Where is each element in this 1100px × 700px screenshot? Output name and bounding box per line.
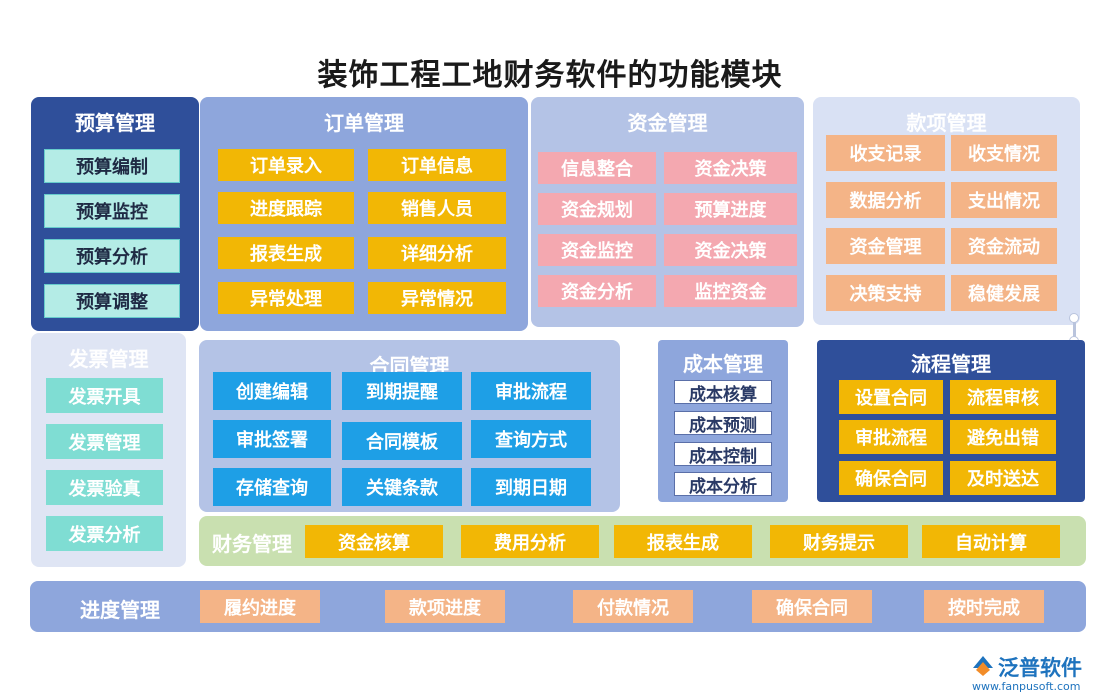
invoice-item: 发票管理: [46, 424, 163, 459]
finance-item: 费用分析: [461, 525, 599, 558]
finance-panel: 财务管理 资金核算 费用分析 报表生成 财务提示 自动计算: [199, 516, 1086, 566]
fund-item: 资金分析: [538, 275, 656, 307]
cost-item: 成本核算: [674, 380, 772, 405]
contract-panel: 合同管理 创建编辑 到期提醒 审批流程 审批签署 合同模板 查询方式 存储查询 …: [199, 340, 620, 512]
progress-panel: 进度管理 履约进度 款项进度 付款情况 确保合同 按时完成: [30, 581, 1086, 632]
fund-item: 预算进度: [664, 193, 797, 225]
process-title: 流程管理: [911, 352, 991, 376]
budget-item: 预算调整: [44, 284, 180, 318]
payment-title: 款项管理: [906, 111, 987, 135]
contract-item: 审批流程: [471, 372, 591, 410]
progress-item: 按时完成: [924, 590, 1044, 623]
finance-item: 自动计算: [922, 525, 1060, 558]
payment-item: 数据分析: [826, 182, 945, 218]
payment-panel: 款项管理 收支记录 收支情况 数据分析 支出情况 资金管理 资金流动 决策支持 …: [813, 97, 1080, 325]
payment-item: 收支记录: [826, 135, 945, 171]
cost-title: 成本管理: [683, 352, 763, 376]
progress-title: 进度管理: [80, 598, 160, 622]
contract-item: 到期提醒: [342, 372, 462, 410]
finance-title: 财务管理: [212, 532, 292, 556]
payment-item: 支出情况: [951, 182, 1057, 218]
logo: 泛普软件 www.fanpusoft.com: [968, 650, 1096, 696]
process-item: 设置合同: [839, 380, 943, 414]
order-item: 异常情况: [368, 282, 506, 314]
process-item: 及时送达: [950, 461, 1056, 495]
finance-item: 报表生成: [614, 525, 752, 558]
process-panel: 流程管理 设置合同 流程审核 审批流程 避免出错 确保合同 及时送达: [817, 340, 1085, 502]
finance-item: 资金核算: [305, 525, 443, 558]
progress-item: 履约进度: [200, 590, 320, 623]
contract-item: 合同模板: [342, 422, 462, 460]
order-title: 订单管理: [324, 111, 404, 135]
contract-item: 查询方式: [471, 420, 591, 458]
finance-item: 财务提示: [770, 525, 908, 558]
order-item: 报表生成: [218, 237, 354, 269]
invoice-item: 发票分析: [46, 516, 163, 551]
fund-item: 资金规划: [538, 193, 656, 225]
order-item: 进度跟踪: [218, 192, 354, 224]
fund-item: 资金监控: [538, 234, 656, 266]
progress-item: 付款情况: [573, 590, 693, 623]
order-item: 异常处理: [218, 282, 354, 314]
cost-panel: 成本管理 成本核算 成本预测 成本控制 成本分析: [658, 340, 788, 502]
order-item: 详细分析: [368, 237, 506, 269]
fund-title: 资金管理: [627, 111, 708, 135]
fund-item: 资金决策: [664, 234, 797, 266]
connector-dot: [1069, 313, 1079, 323]
contract-item: 存储查询: [213, 468, 331, 506]
process-item: 流程审核: [950, 380, 1056, 414]
fund-panel: 资金管理 信息整合 资金决策 资金规划 预算进度 资金监控 资金决策 资金分析 …: [531, 97, 804, 327]
logo-text: 泛普软件: [998, 656, 1082, 680]
fund-item: 监控资金: [664, 275, 797, 307]
fund-item: 资金决策: [664, 152, 797, 184]
process-item: 确保合同: [839, 461, 943, 495]
budget-item: 预算监控: [44, 194, 180, 228]
payment-item: 收支情况: [951, 135, 1057, 171]
payment-item: 稳健发展: [951, 275, 1057, 311]
budget-item: 预算编制: [44, 149, 180, 183]
process-item: 避免出错: [950, 420, 1056, 454]
cost-item: 成本控制: [674, 442, 772, 467]
logo-url: www.fanpusoft.com: [972, 680, 1081, 693]
connector-line: [1073, 318, 1076, 340]
progress-item: 确保合同: [752, 590, 872, 623]
process-item: 审批流程: [839, 420, 943, 454]
payment-item: 资金管理: [826, 228, 945, 264]
budget-item: 预算分析: [44, 239, 180, 273]
invoice-item: 发票验真: [46, 470, 163, 505]
contract-item: 到期日期: [471, 468, 591, 506]
order-item: 订单录入: [218, 149, 354, 181]
payment-item: 资金流动: [951, 228, 1057, 264]
payment-item: 决策支持: [826, 275, 945, 311]
budget-title: 预算管理: [75, 111, 155, 135]
invoice-panel: 发票管理 发票开具 发票管理 发票验真 发票分析: [31, 333, 186, 567]
fund-item: 信息整合: [538, 152, 656, 184]
contract-item: 创建编辑: [213, 372, 331, 410]
order-panel: 订单管理 订单录入 订单信息 进度跟踪 销售人员 报表生成 详细分析 异常处理 …: [200, 97, 528, 331]
invoice-title: 发票管理: [68, 347, 149, 371]
cost-item: 成本分析: [674, 472, 772, 497]
budget-panel: 预算管理 预算编制 预算监控 预算分析 预算调整: [31, 97, 199, 331]
page-title: 装饰工程工地财务软件的功能模块: [317, 58, 783, 93]
cost-item: 成本预测: [674, 411, 772, 436]
contract-item: 审批签署: [213, 420, 331, 458]
contract-item: 关键条款: [342, 468, 462, 506]
order-item: 销售人员: [368, 192, 506, 224]
logo-icon: [973, 656, 993, 676]
progress-item: 款项进度: [385, 590, 505, 623]
order-item: 订单信息: [368, 149, 506, 181]
invoice-item: 发票开具: [46, 378, 163, 413]
